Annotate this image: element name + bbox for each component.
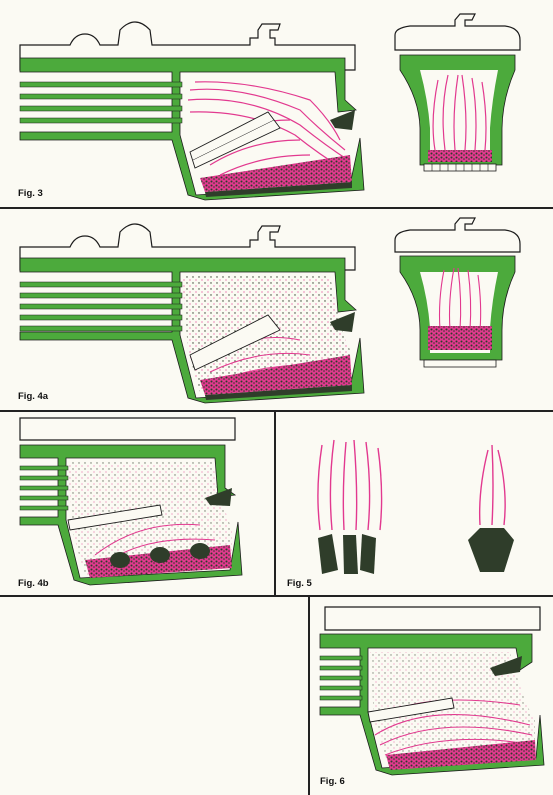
fig5-coal-pieces-left <box>318 534 376 574</box>
fig6-boiler-outline <box>325 607 540 630</box>
fig4b-boiler-outline <box>20 418 235 440</box>
fig5-label: Fig. 5 <box>287 578 312 589</box>
fig4a-end-boiler-top <box>395 218 520 252</box>
fig4a-side-view <box>20 224 364 403</box>
fig3-end-fire-bed <box>428 150 492 162</box>
fig5-flames-right <box>480 445 505 525</box>
fig4b-label: Fig. 4b <box>18 578 49 589</box>
fig3-label: Fig. 3 <box>18 188 43 199</box>
fig4a-end-grate <box>424 360 496 367</box>
fig3-end-view <box>395 14 520 171</box>
fig3-end-grate <box>424 164 496 171</box>
fig6-tubes <box>320 656 362 700</box>
fig3-side-view <box>20 22 364 200</box>
fig4a-end-fire-bed <box>428 326 492 350</box>
fig4a-end-view <box>395 218 520 367</box>
fig4b-side-view <box>20 418 242 585</box>
fig3-end-boiler-top <box>395 14 520 50</box>
fig6-label: Fig. 6 <box>320 776 345 787</box>
fig6-side-view <box>320 607 544 775</box>
fig5-flames-left <box>318 440 382 530</box>
fig4a-tubes <box>20 282 182 331</box>
fig4a-label: Fig. 4a <box>18 391 48 402</box>
fig3-tubes <box>20 82 182 123</box>
fig5-coal-lump-right <box>468 528 514 572</box>
fig5-coal-burning <box>318 440 514 574</box>
